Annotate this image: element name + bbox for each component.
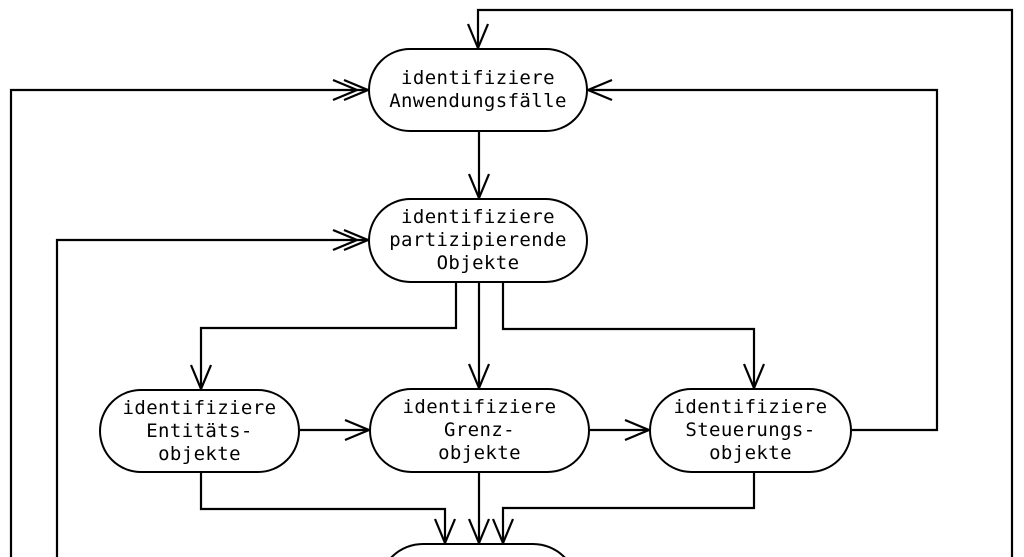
edge-outer-left-loop-to-anwendungsfaelle (9, 88, 368, 557)
node-identifiziere-anwendungsfaelle: identifiziere Anwendungsfälle (368, 48, 588, 132)
node-label-line: objekte (158, 442, 241, 465)
node-label-line: identifiziere (402, 396, 557, 418)
arrowhead-icon (332, 78, 360, 102)
edge-entitaets-to-bottom-node (199, 473, 447, 543)
node-label-line: objekte (438, 442, 521, 464)
node-label-line: Steuerungs- (685, 419, 816, 441)
node-label-line: identifiziere (401, 206, 555, 228)
arrowhead-icon (585, 78, 613, 102)
edge-outer-loop-to-anwendungsfaelle-top (476, 8, 1014, 557)
edge-partizipierende-to-steuerungs (501, 283, 756, 388)
edge-partizipierende-to-entitaets (199, 283, 458, 389)
node-label-line: identifiziere (673, 396, 828, 418)
node-label-line: partizipierende (389, 229, 567, 251)
node-identifiziere-entitaetsobjekte: identifiziere Entitäts- objekte (99, 389, 300, 473)
node-identifiziere-partizipierende-objekte: identifiziere partizipierende Objekte (368, 198, 588, 283)
edge-steuerungs-to-bottom-node (501, 473, 756, 543)
node-label-line: identifiziere (401, 67, 555, 89)
node-label-line: Entitäts- (146, 419, 253, 442)
node-label-line: Grenz- (443, 419, 516, 441)
node-label-line: Anwendungsfälle (389, 90, 567, 112)
node-label-line: identifiziere (122, 396, 277, 419)
node-label-line: Objekte (436, 252, 520, 274)
node-label-line: objekte (709, 442, 792, 464)
node-identifiziere-grenzobjekte: identifiziere Grenz- objekte (369, 388, 590, 473)
node-bottom-cut-off (378, 543, 578, 557)
node-identifiziere-steuerungsobjekte: identifiziere Steuerungs- objekte (649, 388, 852, 473)
arrowhead-icon (332, 228, 360, 252)
edge-steuerungs-to-anwendungsfaelle (588, 88, 939, 432)
edge-inner-left-loop-to-partizipierende (55, 238, 368, 557)
